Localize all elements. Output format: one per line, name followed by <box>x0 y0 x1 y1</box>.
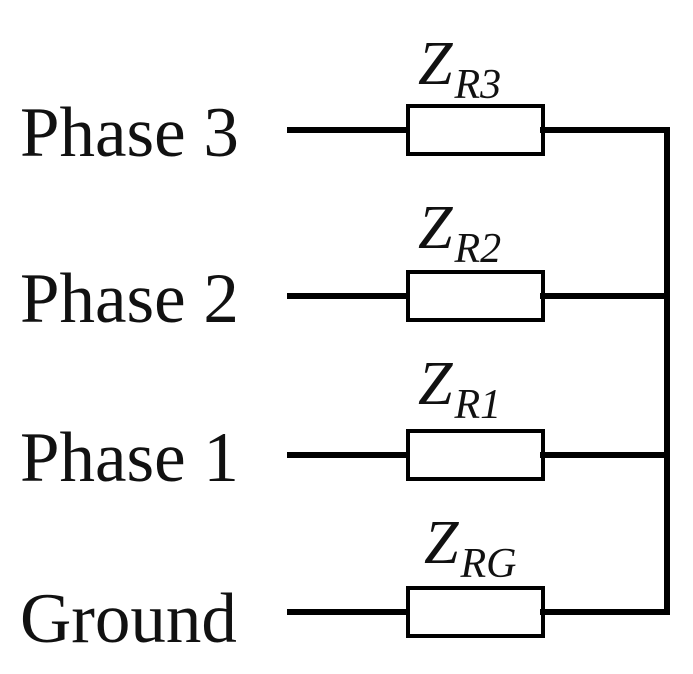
impedance-subscript: R3 <box>453 62 501 108</box>
branch-phase-1: Phase 1 ZR1 <box>20 350 670 497</box>
impedance-subscript: RG <box>459 541 516 587</box>
impedance-label: ZR3 <box>418 30 501 108</box>
resistor-symbol <box>406 270 545 322</box>
branch-ground: Ground ZRG <box>20 509 670 658</box>
impedance-subscript: R1 <box>453 382 501 428</box>
resistor-symbol <box>406 429 545 481</box>
resistor-symbol <box>406 104 545 156</box>
impedance-label: ZR1 <box>418 350 501 428</box>
branch-label: Ground <box>20 580 237 658</box>
impedance-symbol: Z <box>418 350 453 418</box>
branch-phase-2: Phase 2 ZR2 <box>20 194 670 338</box>
branch-label: Phase 3 <box>20 94 239 172</box>
impedance-symbol: Z <box>418 30 453 98</box>
resistor-symbol <box>406 586 545 638</box>
branch-phase-3: Phase 3 ZR3 <box>20 30 670 172</box>
impedance-label: ZRG <box>424 509 516 587</box>
impedance-symbol: Z <box>424 509 459 577</box>
impedance-subscript: R2 <box>453 226 501 272</box>
branch-label: Phase 1 <box>20 419 239 497</box>
branch-label: Phase 2 <box>20 260 239 338</box>
impedance-symbol: Z <box>418 194 453 262</box>
impedance-label: ZR2 <box>418 194 501 272</box>
